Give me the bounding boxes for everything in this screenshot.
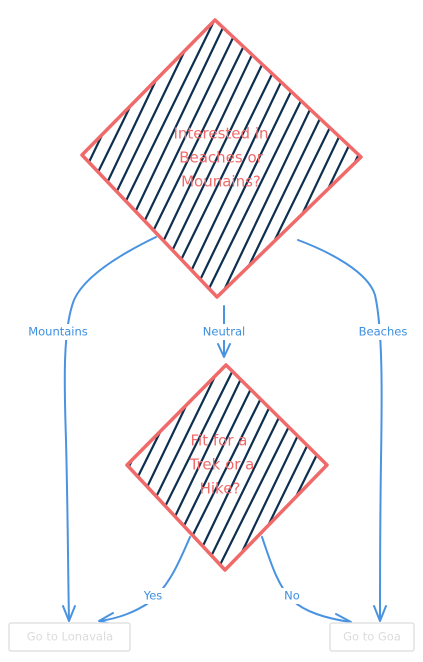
- hatch-stroke: [82, 20, 92, 297]
- hatch-stroke: [82, 20, 176, 297]
- edge-label-yes: Yes: [143, 589, 163, 603]
- hatch-stroke: [298, 365, 327, 570]
- diamond-main-outline: [80, 18, 363, 299]
- hatch-stroke: [0, 15, 19, 305]
- label-bg-mountains: [25, 324, 91, 340]
- edge-label-neutral: Neutral: [203, 325, 245, 339]
- decision-main-line-2: Beaches or: [179, 149, 263, 167]
- arrowhead-beaches: [373, 605, 387, 622]
- hatch-stroke: [127, 365, 167, 570]
- terminal-goa-label: Go to Goa: [343, 630, 401, 644]
- terminal-lonavala-label: Go to Lonavala: [27, 630, 113, 644]
- hatch-stroke: [284, 20, 361, 297]
- edge-labels: Mountains Neutral Beaches Yes No: [25, 324, 411, 604]
- hatch-stroke: [127, 365, 140, 570]
- hatch-stroke: [0, 15, 76, 305]
- terminal-goa-box: [329, 622, 415, 652]
- decision-main: Interested in Beaches or Mounains?: [0, 15, 423, 305]
- diamond-trek-outline: [125, 363, 329, 572]
- hatch-stroke: [82, 20, 188, 297]
- decision-main-line-3: Mounains?: [181, 173, 261, 191]
- hatch-stroke: [0, 15, 34, 305]
- hatch-stroke: [127, 365, 197, 570]
- edge-beaches: [297, 239, 383, 621]
- label-bg-no: [280, 588, 304, 604]
- edge-label-beaches: Beaches: [359, 325, 408, 339]
- hatch-stroke: [328, 360, 423, 575]
- hatch-stroke: [285, 365, 327, 570]
- hatch-stroke: [82, 20, 119, 297]
- hatch-stroke: [258, 20, 361, 297]
- decision-main-line-1: Interested in: [174, 125, 269, 143]
- hatch-stroke: [256, 365, 327, 570]
- terminal-lonavala: Go to Lonavala: [8, 622, 131, 652]
- hatch-stroke: [300, 20, 361, 297]
- hatch-stroke: [127, 365, 155, 570]
- edge-label-no: No: [284, 589, 300, 603]
- terminal-lonavala-box: [8, 622, 131, 652]
- decision-trek-line-2: Trek or a: [189, 456, 255, 474]
- hatch-stroke: [0, 15, 61, 305]
- hatch-stroke: [21, 360, 124, 575]
- hatch-stroke: [82, 20, 161, 297]
- hatch-stroke: [243, 365, 327, 570]
- edge-no: [261, 536, 351, 623]
- arrowhead-neutral: [217, 343, 231, 358]
- hatch-stroke: [242, 20, 361, 297]
- hatch-stroke: [369, 15, 423, 305]
- edge-label-mountains: Mountains: [28, 325, 88, 339]
- label-bg-yes: [139, 588, 167, 604]
- decision-trek: Fit for a Trek or a Hike?: [21, 360, 423, 575]
- hatch-stroke: [314, 365, 327, 570]
- decision-trek-line-1: Fit for a: [191, 432, 248, 450]
- edge-yes: [99, 536, 191, 622]
- hatch-stroke: [313, 20, 361, 297]
- label-bg-neutral: [198, 324, 250, 340]
- label-bg-beaches: [355, 324, 411, 340]
- decision-trek-line-3: Hike?: [200, 480, 241, 498]
- edge-mountains: [63, 236, 157, 621]
- hatch-stroke: [82, 20, 146, 297]
- hatch-stroke: [355, 20, 361, 297]
- hatch-stroke: [0, 15, 49, 305]
- terminal-goa: Go to Goa: [329, 622, 415, 652]
- arrowhead-mountains: [62, 605, 76, 622]
